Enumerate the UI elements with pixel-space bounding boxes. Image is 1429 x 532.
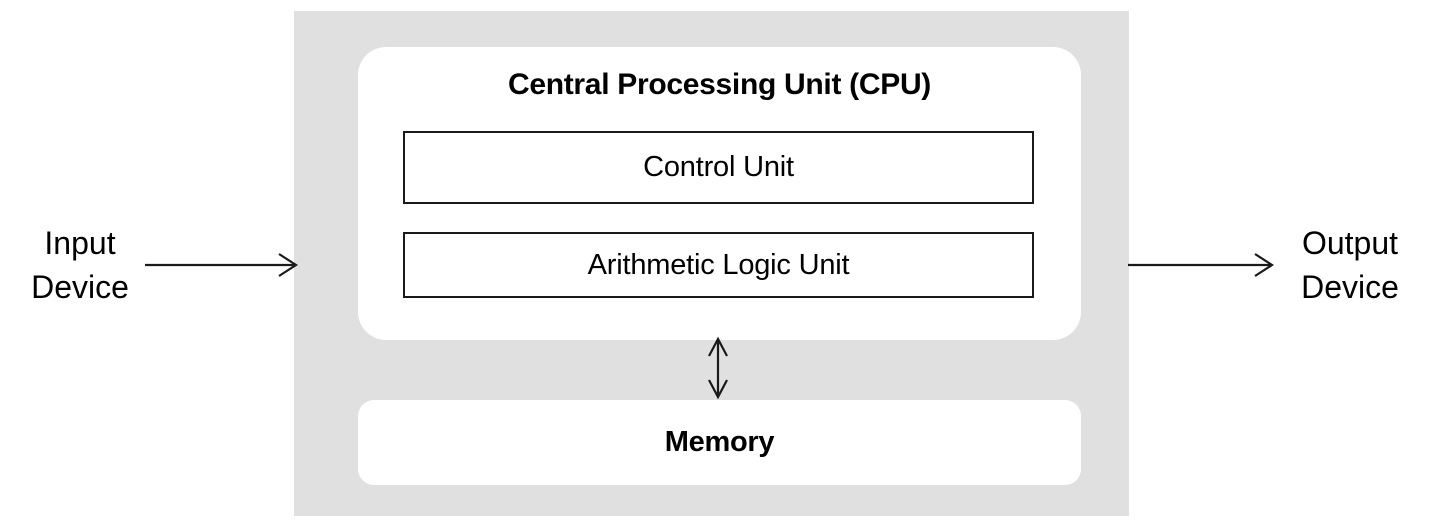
input-arrow-right-icon	[145, 253, 299, 277]
output-device-label: Output Device	[1275, 221, 1425, 309]
memory-panel: Memory	[358, 400, 1081, 485]
input-device-label: Input Device	[5, 221, 155, 309]
input-device-label-line2: Device	[31, 269, 129, 305]
input-device-label-line1: Input	[44, 225, 116, 261]
arithmetic-logic-unit-box: Arithmetic Logic Unit	[403, 232, 1034, 298]
output-device-label-line1: Output	[1301, 225, 1399, 261]
arithmetic-logic-unit-label: Arithmetic Logic Unit	[587, 248, 850, 281]
output-arrow-right-icon	[1128, 253, 1275, 277]
output-device-label-line2: Device	[1301, 269, 1399, 305]
memory-label: Memory	[664, 426, 775, 458]
control-unit-label: Control Unit	[643, 151, 794, 183]
control-unit-box: Control Unit	[403, 131, 1034, 204]
cpu-memory-bus-arrow-bidirectional-icon	[708, 336, 728, 400]
cpu-title: Central Processing Unit (CPU)	[507, 68, 932, 101]
